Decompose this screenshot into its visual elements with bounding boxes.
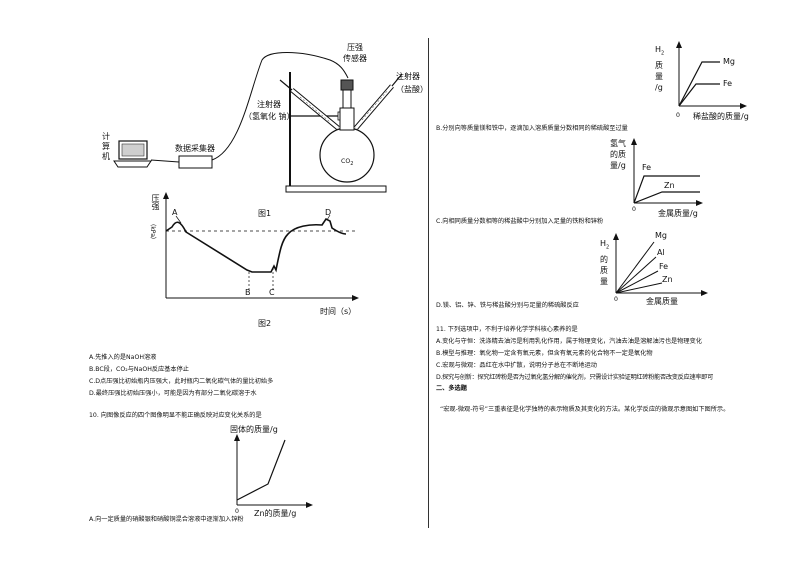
graph-top-origin: 0	[676, 112, 680, 119]
q11-option-c: C.宏观与微观：品红在水中扩散，说明分子总在不断地运动	[436, 362, 597, 369]
q11-option-d: D.探究与创新：探究红砖粉是否为过氧化氢分解的催化剂，只需设计实验证明红砖粉能否…	[436, 374, 713, 381]
collector-label: 数据采集器	[175, 144, 215, 153]
laptop-icon	[113, 140, 152, 168]
data-collector-box	[178, 155, 213, 169]
syringe-left-sub: （氢氧化 钠）	[244, 112, 295, 121]
graph-c-xlabel: 金属质量	[646, 297, 678, 306]
point-A: A	[172, 208, 178, 217]
q10-option-a: A.向一定质量的硝酸银和硝酸铜混合溶液中逐渐加入锌粉	[89, 516, 244, 523]
gas-label: CO2	[341, 158, 354, 168]
graph-top-series-mg: Mg	[723, 57, 735, 66]
figure-2-caption: 图2	[258, 319, 272, 328]
q9-option-d: D.最终压强比初始压强小，可能是因为有部分二氧化碳溶于水	[89, 390, 257, 397]
graph-c-series-al: Al	[657, 248, 665, 257]
graph-top-series-fe: Fe	[723, 79, 733, 88]
q12-stem: “宏观-微观-符号”三重表征是化学独特的表示物质及其变化的方法。某化学反应的微观…	[440, 406, 730, 413]
q11-option-a: A.变化与守恒：洗涤精去油污是利用乳化作用，属于物理变化，汽油去油是溶解油污也是…	[436, 338, 702, 345]
section-2-heading: 二、多选题	[436, 385, 467, 392]
pressure-unit-label: （kPa）	[149, 220, 156, 244]
graph-top-xlabel: 稀盐酸的质量/g	[693, 112, 749, 121]
q10-option-b: B.分别向等质量镁和铁中，逐滴加入溶质质量分数相同的稀硫酸至过量	[436, 125, 628, 132]
graph-a-origin: 0	[235, 508, 239, 515]
computer-label: 计算机	[102, 132, 110, 161]
figure-1-caption: 图1	[258, 209, 272, 218]
q10-stem: 10. 向图像反应的四个图像明显不能正确反映对应变化关系的是	[89, 412, 262, 419]
flask	[319, 127, 375, 183]
syringe-right-label: 注射器	[396, 72, 420, 81]
point-D: D	[325, 208, 332, 217]
point-B: B	[245, 288, 251, 297]
sensor-label: 压强传感器	[343, 43, 367, 63]
pressure-axis-label: 压强	[151, 194, 160, 210]
q10-option-d: D.镁、铝、锌、铁与稀盐酸分别与足量的稀硫酸反应	[436, 302, 579, 309]
q9-option-b: B.BC段，CO₂与NaOH反应基本停止	[89, 366, 189, 373]
graph-b-origin: 0	[632, 206, 636, 213]
graph-b-xlabel: 金属质量/g	[658, 209, 698, 218]
column-divider	[428, 38, 429, 528]
graph-a-xlabel: Zn的质量/g	[254, 509, 297, 518]
graph-c-series-fe: Fe	[659, 262, 669, 271]
graph-b-ylabel: 氢气 的质 量/g	[610, 139, 626, 170]
syringe-right-sub: （盐酸）	[396, 85, 428, 94]
point-C: C	[269, 288, 275, 297]
graph-c-series-mg: Mg	[655, 231, 667, 240]
q9-option-a: A.先推入的是NaOH溶液	[89, 354, 157, 361]
graph-b-series-zn: Zn	[664, 181, 675, 190]
graph-c-ylabel: H2 的 质 量	[600, 239, 610, 286]
graph-b-series-fe: Fe	[642, 163, 652, 172]
q10-option-c: C.向相同质量分数相等的稀盐酸中分别加入足量的铁粉和锌粉	[436, 218, 604, 225]
graph-a-ylabel: 固体的质量/g	[230, 425, 278, 434]
q9-option-c: C.D点压强比初始瓶内压强大，此时瓶内二氧化碳气体的量比初始多	[89, 378, 274, 385]
graph-c-origin: 0	[614, 296, 618, 303]
syringe-left-label: 注射器	[257, 100, 281, 109]
graph-top-ylabel: H2 质 量 /g	[655, 45, 665, 92]
graph-c-series-zn: Zn	[662, 275, 673, 284]
q11-option-b: B.模型与推理：氧化物一定含有氧元素，但含有氧元素的化合物不一定是氧化物	[436, 350, 653, 357]
syringe-right	[354, 73, 403, 130]
q11-stem: 11. 下列选项中，不利于培养化学学科核心素养的是	[436, 326, 578, 333]
time-axis-label: 时间（s）	[320, 307, 357, 316]
